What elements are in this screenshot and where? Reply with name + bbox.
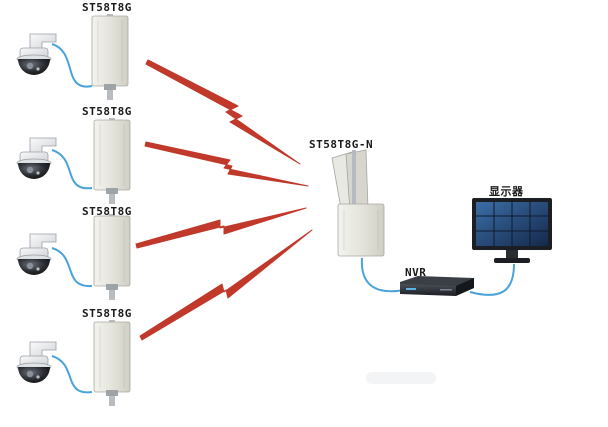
remote-unit-2 — [16, 117, 131, 205]
panel-antenna-icon — [91, 13, 129, 101]
nvr-to-monitor-cable — [469, 263, 515, 296]
base-station — [331, 149, 385, 257]
panel-antenna-icon — [93, 117, 131, 205]
ptz-dome-camera-icon — [16, 233, 57, 276]
camera-cable-3 — [51, 247, 93, 288]
camera-cable-1 — [51, 43, 93, 88]
wireless-link-2 — [144, 141, 309, 187]
remote-unit-3 — [16, 213, 131, 301]
camera-cable-2 — [51, 149, 93, 190]
wireless-links — [135, 59, 313, 341]
remote-unit-1 — [16, 13, 129, 101]
base-to-nvr-cable — [360, 257, 405, 293]
base-station-label: ST58T8G-N — [309, 138, 374, 151]
wireless-link-1 — [145, 59, 301, 165]
reflection-shadow — [366, 372, 436, 384]
ptz-dome-camera-icon — [16, 341, 57, 384]
ptz-dome-camera-icon — [16, 33, 57, 76]
panel-antenna-icon — [93, 213, 131, 301]
wireless-link-4 — [139, 229, 313, 341]
panel-antenna-icon — [93, 319, 131, 407]
panel-antenna-icon — [337, 203, 385, 257]
monitor-icon — [472, 198, 552, 263]
camera-cables — [51, 43, 93, 394]
nvr-label: NVR — [405, 266, 427, 279]
remote-unit-label-4: ST58T8G — [82, 307, 132, 320]
remote-unit-label-2: ST58T8G — [82, 105, 132, 118]
wired-links — [360, 257, 515, 296]
nvr-box-icon — [400, 276, 474, 296]
remote-unit-label-1: ST58T8G — [82, 1, 132, 14]
display-label: 显示器 — [489, 185, 524, 198]
wireless-link-3 — [135, 207, 307, 249]
camera-cable-4 — [51, 355, 93, 394]
remote-unit-label-3: ST58T8G — [82, 205, 132, 218]
ptz-dome-camera-icon — [16, 137, 57, 180]
remote-unit-4 — [16, 319, 131, 407]
